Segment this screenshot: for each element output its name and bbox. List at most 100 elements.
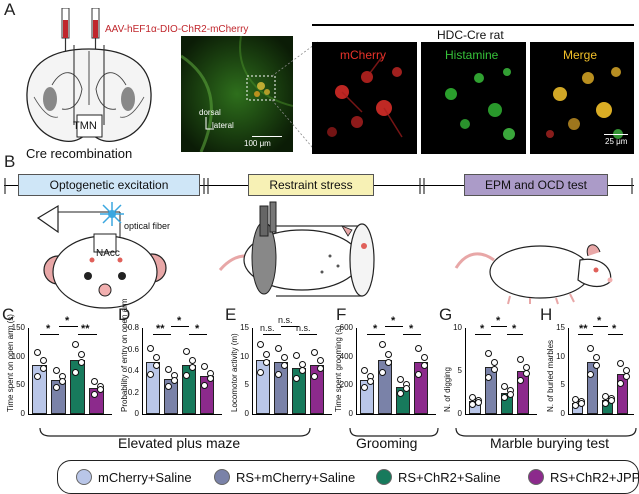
significance-label: * [480,323,485,335]
data-point [52,366,60,374]
data-point [71,341,79,349]
bar [146,362,160,414]
data-point [592,361,600,369]
significance-bracket [171,326,189,327]
legend-swatch-3 [376,469,392,485]
data-point [379,341,386,349]
data-point [77,359,85,367]
tick-label: 15 [556,323,565,332]
tick-label: 15 [240,323,249,332]
data-point [523,370,530,378]
panel-letter-c: C [2,305,15,324]
significance-bracket [153,334,171,335]
bar [70,359,85,414]
significance-label: n.s. [260,323,275,333]
light-burst-icon [100,202,124,226]
data-point [299,360,306,368]
tick-label: 0 [348,409,353,418]
significance-bracket [475,334,491,335]
significance-bracket [263,334,281,335]
legend-item-1: mCherry+Saline [76,469,192,485]
step-restraint: Restraint stress [248,174,374,196]
data-point [469,394,476,402]
data-point [491,366,498,374]
data-point [263,359,270,367]
significance-label: * [373,323,378,335]
data-point [147,370,154,378]
significance-bracket [299,334,317,335]
free-rat-illustration [454,244,613,305]
step-test: EPM and OCD test [464,174,608,196]
timeline-breaks [4,178,633,194]
x-axis-c [28,414,112,415]
data-point [367,378,374,386]
tick-label: 0.4 [127,366,139,375]
legend-item-3: RS+ChR2+Saline [376,469,501,485]
tick-label: 0.2 [127,387,139,397]
x-axis-g [465,414,537,415]
data-point [58,378,66,386]
rat-line-rule [312,24,634,26]
data-point [415,344,422,352]
significance-bracket [58,326,78,327]
data-point [275,370,282,378]
data-point [586,370,594,378]
bar [378,359,392,414]
tick-label: 10 [556,351,565,361]
coronal-micrograph [181,36,293,152]
data-point [299,367,306,375]
scale-label-left: 100 μm [244,139,271,148]
step-optogenetic-label: Optogenetic excitation [49,178,169,192]
legend-swatch-4 [528,469,544,485]
data-point [491,358,498,366]
panel-letter-e: E [225,305,237,324]
significance-bracket [592,326,608,327]
tick-label: 10 [240,351,249,361]
significance-label: * [409,323,414,335]
data-point [517,355,524,363]
tick-label: 50 [16,380,25,390]
tick-label: 10 [453,323,462,332]
panel-letter-g: G [439,305,453,324]
data-point [147,344,154,352]
data-point [403,385,410,393]
data-point [475,398,482,406]
legend-swatch-1 [76,469,92,485]
data-point [275,344,282,352]
y-axis-e [252,328,253,414]
data-point [501,383,508,391]
restrained-rat-illustration [218,201,375,297]
data-point [183,347,190,355]
data-point [183,372,190,380]
legend-item-4: RS+ChR2+JPP [528,469,639,485]
significance-bracket [577,334,593,335]
data-point [616,379,624,387]
data-point [571,396,579,404]
data-point [153,354,160,362]
tick-label: 100 [11,351,25,361]
panel-letter-h: H [540,305,553,324]
group-label-epm: Elevated plus maze [118,435,241,451]
data-point [153,361,160,369]
dorsal-label: dorsal [199,108,221,117]
data-point [207,375,214,383]
legend: mCherry+Saline RS+mCherry+Saline RS+ChR2… [57,460,639,494]
bar [414,362,428,414]
virus-label: AAV-hEF1α-DIO-ChR2-mCherry [105,24,249,35]
y-axis-g [465,328,466,414]
data-point [607,397,615,405]
significance-label: * [65,315,70,327]
significance-label: * [46,323,51,335]
significance-bracket [39,334,59,335]
data-point [96,386,104,394]
bar [32,365,47,414]
tick-label: 5 [244,380,249,390]
data-point [415,370,422,378]
scale-bar-left [252,136,282,137]
significance-label: * [597,315,602,327]
data-point [293,375,300,383]
step-optogenetic: Optogenetic excitation [18,174,200,196]
data-point [189,356,196,364]
group-brackets [39,427,637,437]
x-axis-e [252,414,332,415]
